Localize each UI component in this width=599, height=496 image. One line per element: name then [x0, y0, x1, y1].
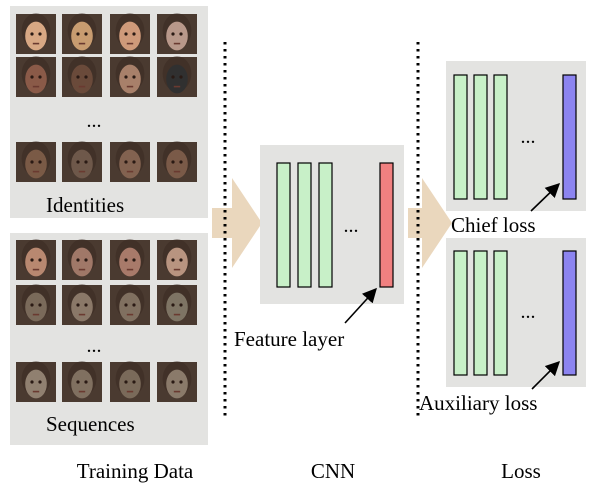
face-thumbnail	[157, 239, 197, 280]
identities-label: Identities	[46, 193, 124, 217]
face-thumbnail	[62, 56, 102, 97]
feature-layer-label: Feature layer	[234, 327, 344, 351]
auxiliary-layer-bar	[473, 250, 488, 376]
face-thumbnail	[110, 361, 150, 402]
identities-face-grid	[16, 13, 197, 182]
face-thumbnail	[62, 239, 102, 280]
training-data-caption: Training Data	[77, 459, 194, 483]
chief-loss-bar	[562, 74, 577, 200]
feature-layer-bar	[379, 162, 394, 288]
face-thumbnail	[157, 141, 197, 182]
auxiliary-loss-pointer	[531, 360, 561, 390]
chief-ellipsis: ...	[521, 126, 536, 148]
cnn-layer-bar	[318, 162, 333, 288]
feature-layer-pointer	[344, 287, 377, 324]
sequences-panel: ... Sequences	[10, 233, 208, 445]
face-thumbnail	[157, 56, 197, 97]
cnn-layer-bar	[297, 162, 312, 288]
face-thumbnail	[62, 141, 102, 182]
face-thumbnail	[62, 284, 102, 325]
face-thumbnail	[110, 141, 150, 182]
face-thumbnail	[157, 284, 197, 325]
face-thumbnail	[157, 361, 197, 402]
face-thumbnail	[110, 284, 150, 325]
auxiliary-loss-block: ... Auxiliary loss	[419, 238, 586, 415]
auxiliary-layer-bar	[493, 250, 508, 376]
loss-caption: Loss	[501, 459, 541, 483]
auxiliary-loss-bar	[562, 250, 577, 376]
sequences-label: Sequences	[46, 412, 135, 436]
cnn-layer-bar	[276, 162, 291, 288]
flow-arrow-cnn-to-loss	[408, 178, 452, 268]
chief-layer-bar	[473, 74, 488, 200]
chief-loss-label: Chief loss	[451, 213, 536, 237]
chief-layer-bar	[493, 74, 508, 200]
sequences-face-grid	[16, 239, 197, 402]
face-thumbnail	[16, 361, 56, 402]
face-thumbnail	[16, 239, 56, 280]
flow-arrow-data-to-cnn	[212, 178, 262, 268]
identities-ellipsis: ...	[87, 110, 102, 132]
face-thumbnail	[110, 13, 150, 54]
chief-loss-block: ... Chief loss	[446, 61, 586, 237]
chief-layer-bar	[453, 74, 468, 200]
sequences-ellipsis: ...	[87, 335, 102, 357]
cnn-ellipsis: ...	[344, 215, 359, 237]
cnn-caption: CNN	[311, 459, 355, 483]
face-thumbnail	[62, 13, 102, 54]
face-thumbnail	[157, 13, 197, 54]
face-thumbnail	[110, 239, 150, 280]
face-thumbnail	[16, 284, 56, 325]
face-thumbnail	[62, 361, 102, 402]
cnn-block: ... Feature layer	[234, 145, 404, 351]
auxiliary-ellipsis: ...	[521, 301, 536, 323]
auxiliary-layer-bar	[453, 250, 468, 376]
chief-loss-pointer	[530, 183, 561, 212]
identities-panel: ... Identities	[10, 6, 208, 218]
face-thumbnail	[16, 56, 56, 97]
face-thumbnail	[16, 141, 56, 182]
auxiliary-loss-label: Auxiliary loss	[419, 391, 537, 415]
face-thumbnail	[110, 56, 150, 97]
face-thumbnail	[16, 13, 56, 54]
